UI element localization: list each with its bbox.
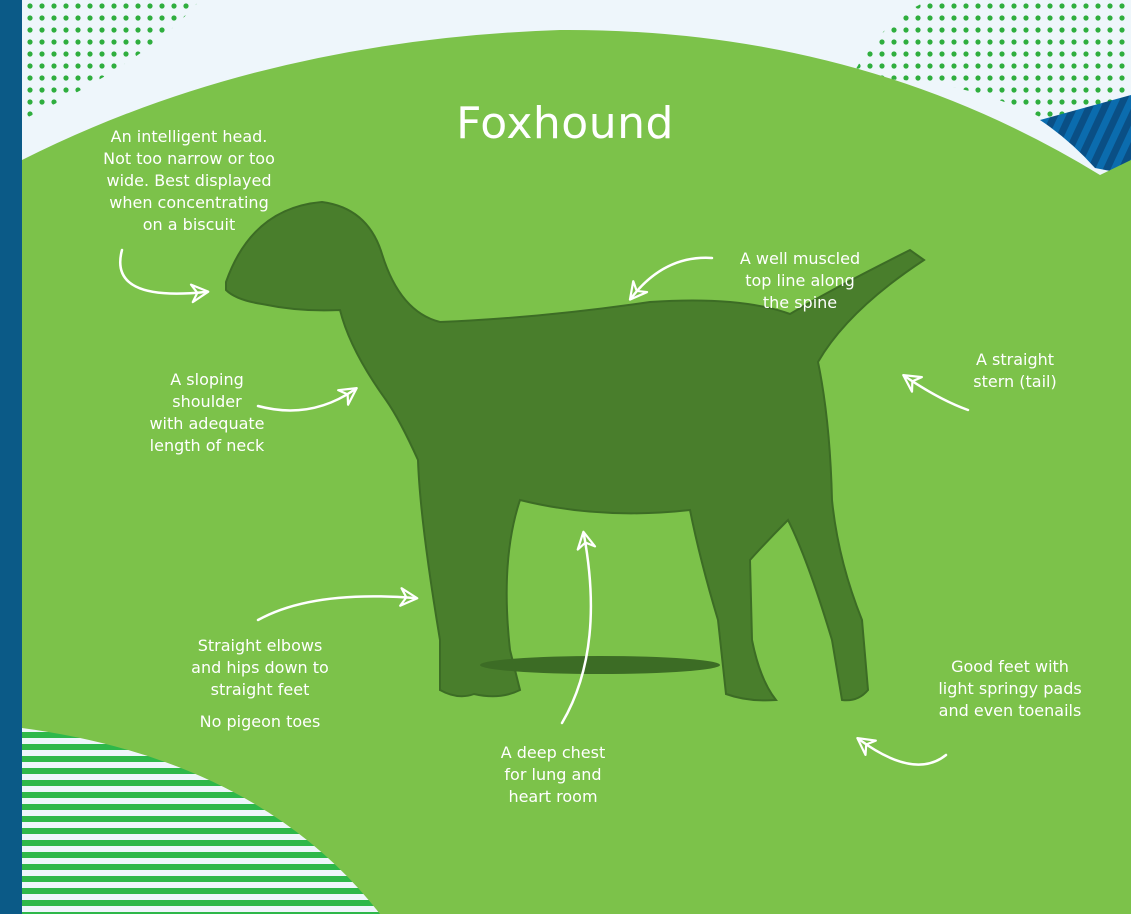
chest-annotation: A deep chest for lung and heart room xyxy=(468,742,638,808)
head-line: when concentrating xyxy=(64,192,314,214)
feet-line: and even toenails xyxy=(910,700,1110,722)
left-border-bar xyxy=(0,0,22,914)
elbows-line: straight feet xyxy=(150,679,370,701)
elbows-annotation: Straight elbows and hips down to straigh… xyxy=(150,635,370,733)
head-line: An intelligent head. xyxy=(64,126,314,148)
topline-line: A well muscled xyxy=(720,248,880,270)
elbows-line: and hips down to xyxy=(150,657,370,679)
chest-line: for lung and xyxy=(468,764,638,786)
shoulder-annotation: A sloping shoulder with adequate length … xyxy=(112,369,302,457)
chest-line: A deep chest xyxy=(468,742,638,764)
topline-line: the spine xyxy=(720,292,880,314)
shoulder-line: with adequate xyxy=(112,413,302,435)
stern-line: A straight xyxy=(940,349,1090,371)
stern-line: stern (tail) xyxy=(940,371,1090,393)
topline-annotation: A well muscled top line along the spine xyxy=(720,248,880,314)
head-annotation: An intelligent head. Not too narrow or t… xyxy=(64,126,314,236)
stern-annotation: A straight stern (tail) xyxy=(940,349,1090,393)
feet-annotation: Good feet with light springy pads and ev… xyxy=(910,656,1110,722)
shoulder-line: A sloping xyxy=(112,369,302,391)
feet-line: Good feet with xyxy=(910,656,1110,678)
head-line: wide. Best displayed xyxy=(64,170,314,192)
head-line: on a biscuit xyxy=(64,214,314,236)
topline-line: top line along xyxy=(720,270,880,292)
toes-line: No pigeon toes xyxy=(150,711,370,733)
head-line: Not too narrow or too xyxy=(64,148,314,170)
elbows-line: Straight elbows xyxy=(150,635,370,657)
chest-line: heart room xyxy=(468,786,638,808)
shoulder-line: shoulder xyxy=(112,391,302,413)
shoulder-line: length of neck xyxy=(112,435,302,457)
page-title: Foxhound xyxy=(340,98,790,149)
feet-line: light springy pads xyxy=(910,678,1110,700)
